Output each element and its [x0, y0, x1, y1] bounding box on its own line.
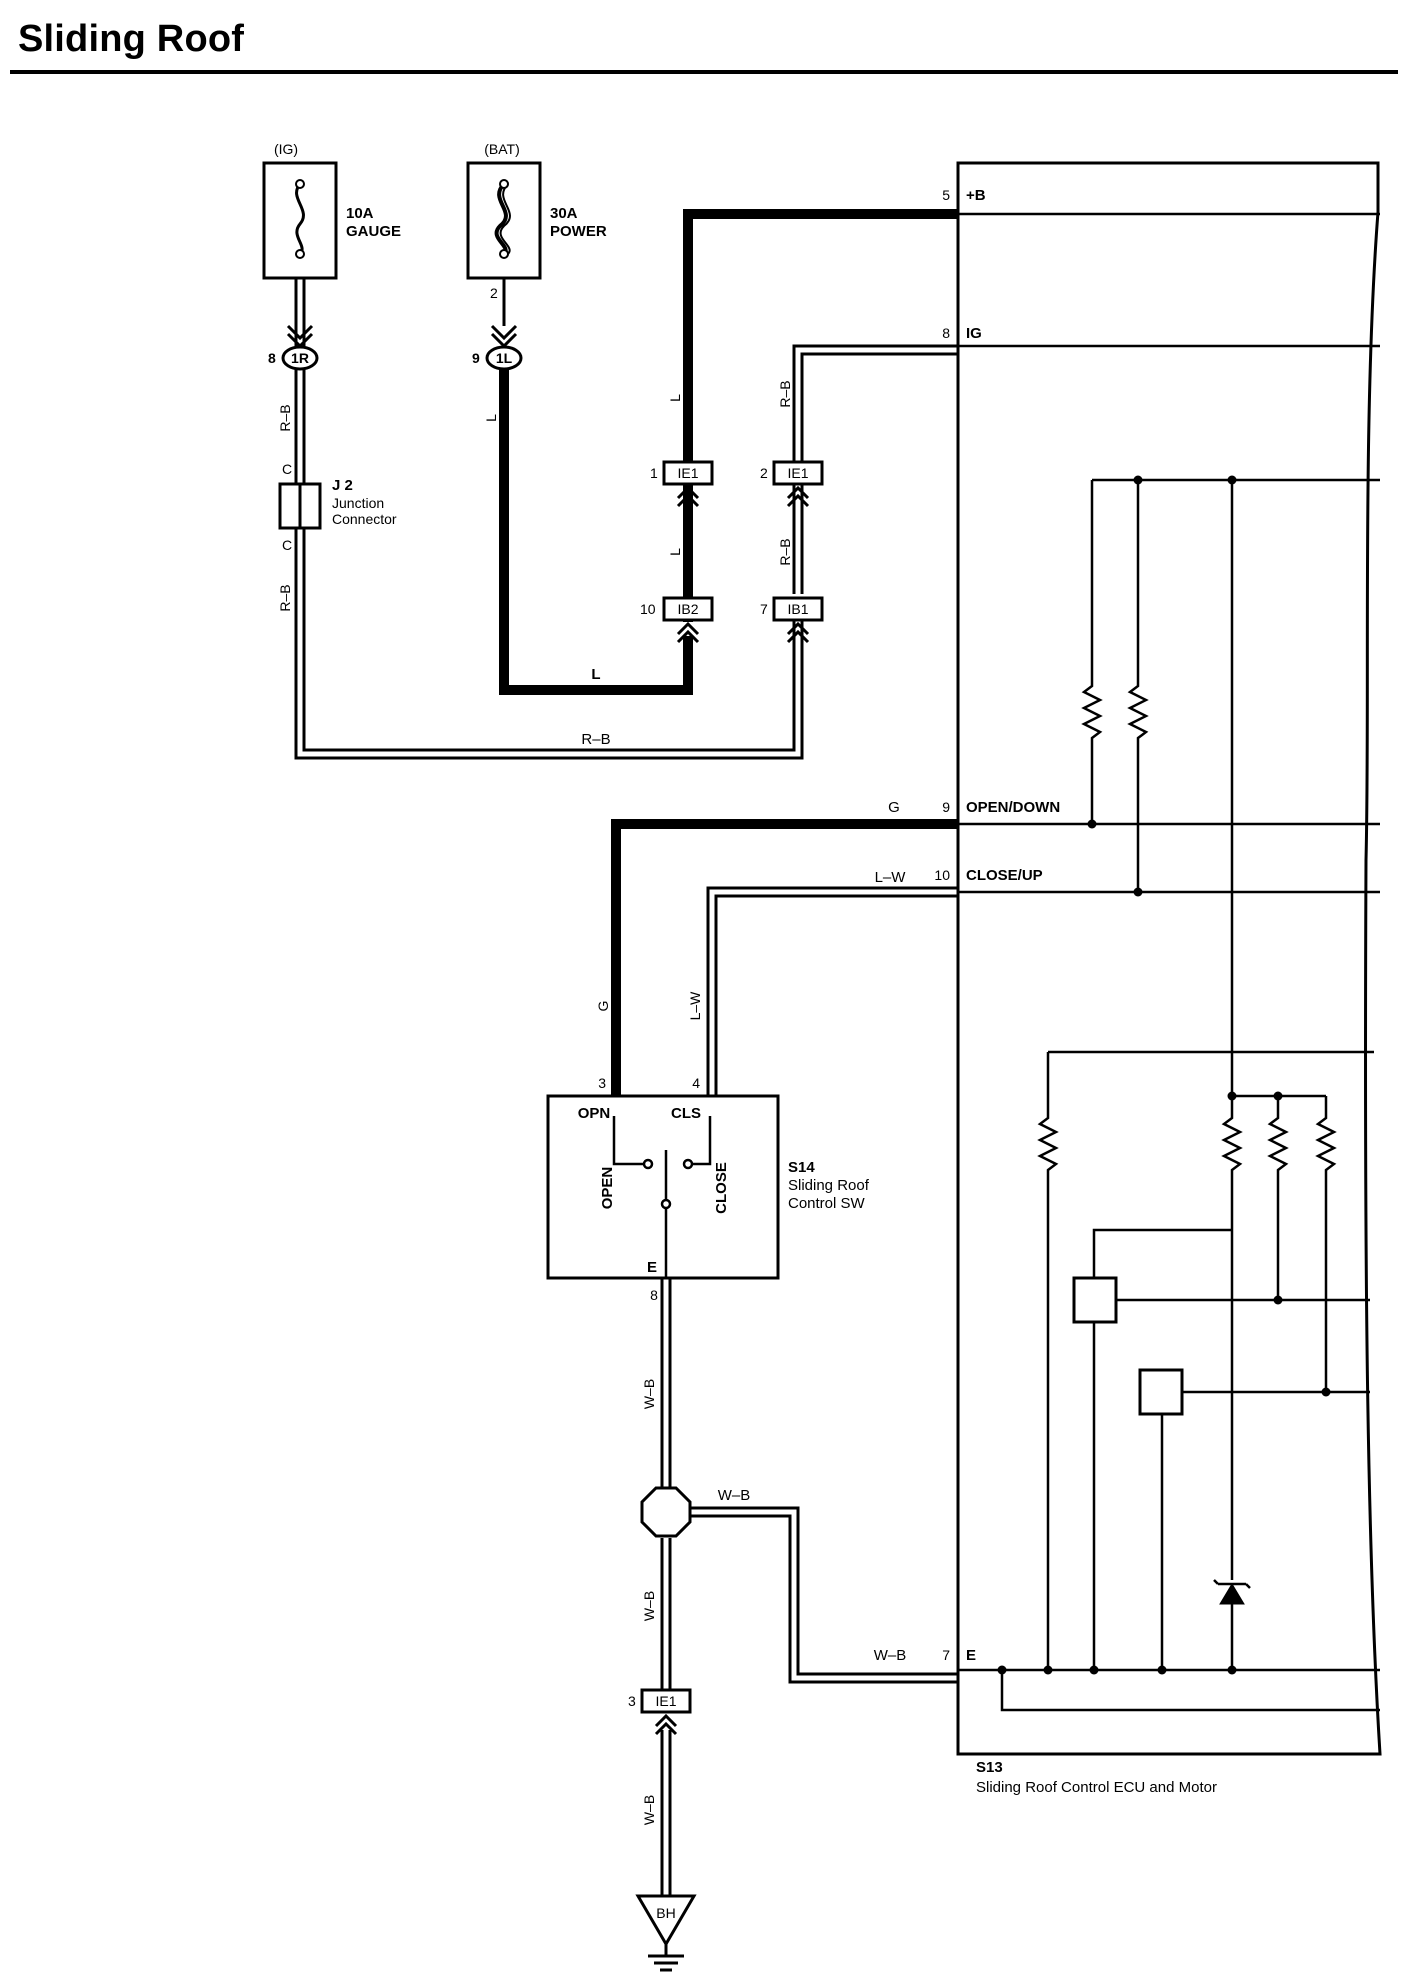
ecu-s13: [956, 161, 1382, 1756]
ecu-terminal-open-pin: 9: [942, 799, 950, 815]
ecu-terminal-close-pin: 10: [934, 867, 950, 883]
fuse-gauge-icon: [295, 183, 305, 256]
connector-ie1-right: IE1 2: [760, 460, 824, 508]
connector-1l: 1L 9: [472, 324, 523, 371]
fuse-power-source: (BAT): [484, 141, 520, 157]
ecu-terminal-e-label: E: [966, 1647, 976, 1664]
junction-pin-bottom: C: [282, 537, 292, 553]
connector-ib2-code: IB2: [677, 601, 698, 617]
wire-label-l-1: L: [483, 414, 499, 422]
ecu-terminal-ig-label: IG: [966, 325, 982, 342]
connector-ie1-left: IE1 1: [650, 460, 714, 508]
junction-pin-top: C: [282, 461, 292, 477]
connector-ib1: IB1 7: [760, 596, 824, 644]
fuse-power-pin: 2: [490, 285, 498, 301]
switch-name-1: Sliding Roof: [788, 1177, 870, 1194]
junction-name-2: Connector: [332, 511, 397, 527]
ecu-terminal-ig-pin: 8: [942, 325, 950, 341]
wire-l-bat: [499, 209, 958, 695]
switch-name-2: Control SW: [788, 1195, 866, 1212]
page-title: Sliding Roof: [18, 18, 245, 60]
fuse-power-icon: [494, 182, 508, 256]
switch-position-close: CLOSE: [713, 1162, 730, 1214]
fuse-gauge: (IG) 10A GAUGE: [262, 141, 401, 280]
ecu-terminal-b-pin: 5: [942, 187, 950, 203]
switch-terminal-opn: OPN: [578, 1105, 611, 1122]
switch-pin-opn: 3: [598, 1075, 606, 1091]
switch-terminal-cls: CLS: [671, 1105, 701, 1122]
wire-label-g-1: G: [888, 799, 900, 816]
wire-label-lw-2: L–W: [687, 991, 703, 1021]
connector-ib1-pin: 7: [760, 601, 768, 617]
ecu-name: Sliding Roof Control ECU and Motor: [976, 1779, 1217, 1796]
ecu-id: S13: [976, 1759, 1003, 1776]
connector-ie1-left-pin: 1: [650, 465, 658, 481]
ecu-terminal-open-label: OPEN/DOWN: [966, 799, 1060, 816]
splice-point: [640, 1486, 692, 1538]
connector-ie1-ground: IE1 3: [628, 1688, 692, 1736]
connector-ib2: IB2 10: [640, 596, 714, 644]
connector-1l-pin: 9: [472, 350, 480, 366]
wire-label-l-4: L: [591, 666, 600, 683]
wire-g-open: [611, 819, 958, 1096]
connector-ib2-pin: 10: [640, 601, 656, 617]
wire-label-rb-2: R–B: [277, 584, 293, 611]
fuse-gauge-name: GAUGE: [346, 223, 401, 240]
wire-label-wb-4: W–B: [718, 1487, 751, 1504]
wire-label-wb-5: W–B: [874, 1647, 907, 1664]
fuse-power: (BAT) 30A POWER 2: [466, 141, 607, 301]
fuse-gauge-source: (IG): [274, 141, 298, 157]
wire-label-wb-2: W–B: [641, 1591, 657, 1621]
wire-label-rb-5: R–B: [777, 538, 793, 565]
fuse-power-rating: 30A: [550, 205, 578, 222]
connector-1l-code: 1L: [496, 350, 513, 366]
wire-label-g-2: G: [595, 1001, 611, 1012]
connector-ie1-ground-pin: 3: [628, 1693, 636, 1709]
wire-wb-ground: [660, 1278, 958, 1896]
junction-name-1: Junction: [332, 495, 384, 511]
connector-ie1-left-code: IE1: [677, 465, 698, 481]
ground-bh: BH: [635, 1894, 697, 1972]
wire-label-rb-1: R–B: [277, 404, 293, 431]
switch-s14: [546, 1094, 780, 1280]
ecu-junction-dots: [997, 475, 1331, 1675]
title-rule: [10, 70, 1398, 74]
fuse-power-name: POWER: [550, 223, 607, 240]
ecu-terminal-e-pin: 7: [942, 1647, 950, 1663]
wire-lw-close: [706, 886, 958, 1096]
connector-ie1-ground-code: IE1: [655, 1693, 676, 1709]
connector-1r-pin: 8: [268, 350, 276, 366]
wire-label-rb-4: R–B: [777, 380, 793, 407]
connector-ib1-code: IB1: [787, 601, 808, 617]
ground-bh-code: BH: [656, 1905, 675, 1921]
connector-1r: 1R 8: [268, 324, 319, 371]
switch-pin-cls: 4: [692, 1075, 700, 1091]
wire-label-wb-1: W–B: [641, 1379, 657, 1409]
ecu-terminal-b-label: +B: [966, 187, 986, 204]
fuse-gauge-rating: 10A: [346, 205, 374, 222]
junction-id: J 2: [332, 477, 353, 494]
connector-1r-code: 1R: [291, 350, 309, 366]
junction-connector-j2: J 2 Junction Connector C C: [278, 461, 397, 553]
wire-label-l-2: L: [667, 394, 683, 402]
switch-id: S14: [788, 1159, 815, 1176]
switch-pin-e: 8: [650, 1287, 658, 1303]
wire-label-l-3: L: [667, 548, 683, 556]
wire-label-rb-3: R–B: [581, 731, 610, 748]
ecu-terminal-close-label: CLOSE/UP: [966, 867, 1043, 884]
wire-label-wb-3: W–B: [641, 1795, 657, 1825]
switch-position-open: OPEN: [599, 1167, 616, 1210]
wire-label-lw-1: L–W: [875, 869, 907, 886]
switch-terminal-e: E: [647, 1259, 657, 1276]
connector-ie1-right-pin: 2: [760, 465, 768, 481]
connector-ie1-right-code: IE1: [787, 465, 808, 481]
